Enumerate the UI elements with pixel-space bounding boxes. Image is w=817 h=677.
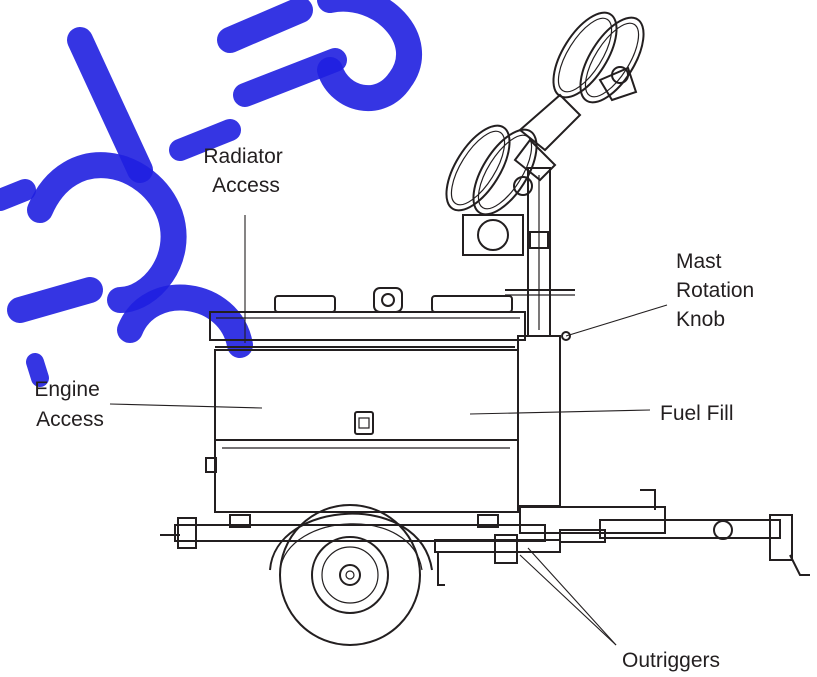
- callout-lines: [109, 215, 668, 646]
- fuel-fill-label: Fuel Fill: [660, 402, 734, 425]
- watermark-stroke: [7, 277, 103, 323]
- mast-rotation-knob-part: [561, 331, 571, 341]
- wheel-hub: [339, 564, 361, 586]
- roof-panel: [274, 295, 336, 313]
- roof-panel: [431, 295, 513, 313]
- lift-eye-hole: [381, 293, 395, 307]
- tongue-jack: [769, 514, 793, 561]
- watermark-stroke: [233, 48, 347, 107]
- outriggers-leader: [519, 554, 617, 646]
- tire-inner: [311, 536, 389, 614]
- engine-access-label-line2: Access: [36, 408, 104, 431]
- fuel-fill-leader: [469, 409, 651, 415]
- tongue-jack-handle: [789, 554, 810, 576]
- wheel-rim: [321, 546, 379, 604]
- radiator-access-label-line1: Radiator: [203, 145, 282, 168]
- watermark-stroke: [26, 353, 49, 387]
- lamp-pivot: [611, 66, 629, 84]
- mast-rotation-knob-label-line2: Rotation: [676, 279, 754, 302]
- outriggers-leader: [527, 547, 617, 646]
- lamp-reflector: [552, 11, 618, 99]
- mast-switch-box: [529, 231, 549, 249]
- watermark-stroke: [0, 179, 36, 211]
- body: [214, 349, 519, 513]
- outriggers-label: Outriggers: [622, 649, 720, 672]
- lamp-reflector: [579, 16, 645, 104]
- enclosure: [205, 287, 526, 513]
- watermark-stroke: [169, 119, 241, 161]
- watermark: [0, 0, 422, 387]
- safety-chain: [640, 489, 656, 510]
- wheel-hub-cap: [345, 570, 355, 580]
- wheel-assembly: [269, 504, 433, 646]
- watermark-stroke: [317, 0, 422, 111]
- door-latch: [354, 411, 374, 435]
- radiator-access-label: Radiator Access: [203, 145, 288, 197]
- lift-eye: [373, 287, 403, 313]
- fender-bracket: [229, 514, 251, 528]
- rear-jack: [177, 517, 197, 549]
- mast: [462, 167, 575, 507]
- tongue: [599, 519, 781, 539]
- light-heads: [445, 11, 645, 216]
- lamp-bracket: [518, 93, 582, 152]
- mast-rotation-knob-leader: [565, 304, 668, 337]
- trailer-frame: [160, 489, 810, 586]
- lamp-bracket: [598, 66, 638, 102]
- watermark-stroke: [67, 27, 153, 183]
- watermark-stroke: [27, 152, 187, 313]
- outrigger-jack: [494, 534, 518, 564]
- watermark-stroke: [217, 0, 313, 53]
- engine-access-label-line1: Engine: [34, 378, 99, 401]
- door-latch-inner: [358, 417, 370, 429]
- side-handle: [205, 457, 217, 473]
- outrigger-beam: [434, 539, 561, 553]
- mast-rotation-knob-label: Mast Rotation Knob: [676, 250, 760, 331]
- fender: [269, 512, 433, 571]
- engine-access-label: Engine Access: [34, 378, 105, 431]
- lamp-reflector: [472, 128, 538, 216]
- radiator-access-label-line2: Access: [212, 174, 280, 197]
- hitch-ring: [713, 520, 733, 540]
- lamp-pivot: [513, 176, 533, 196]
- engine-access-leader: [109, 403, 263, 409]
- lamp-reflector: [445, 124, 511, 212]
- roof: [209, 311, 526, 341]
- outrigger-leg: [437, 552, 445, 586]
- tire: [279, 504, 421, 646]
- labels: Radiator Access Mast Rotation Knob Engin…: [34, 145, 760, 672]
- lamp-lens: [450, 130, 506, 206]
- mast-rotation-knob-label-line1: Mast: [676, 250, 722, 273]
- light-box: [462, 214, 524, 256]
- fender-inner: [279, 523, 423, 571]
- outrigger-beam-front: [559, 529, 606, 543]
- light-box-lens: [477, 219, 509, 251]
- fender-bracket: [477, 514, 499, 528]
- watermark-stroke: [117, 284, 253, 358]
- lamp-lens: [557, 17, 613, 93]
- lamp-bracket: [513, 138, 557, 182]
- mast-lower: [517, 335, 561, 507]
- mast-rotation-knob-label-line3: Knob: [676, 308, 725, 331]
